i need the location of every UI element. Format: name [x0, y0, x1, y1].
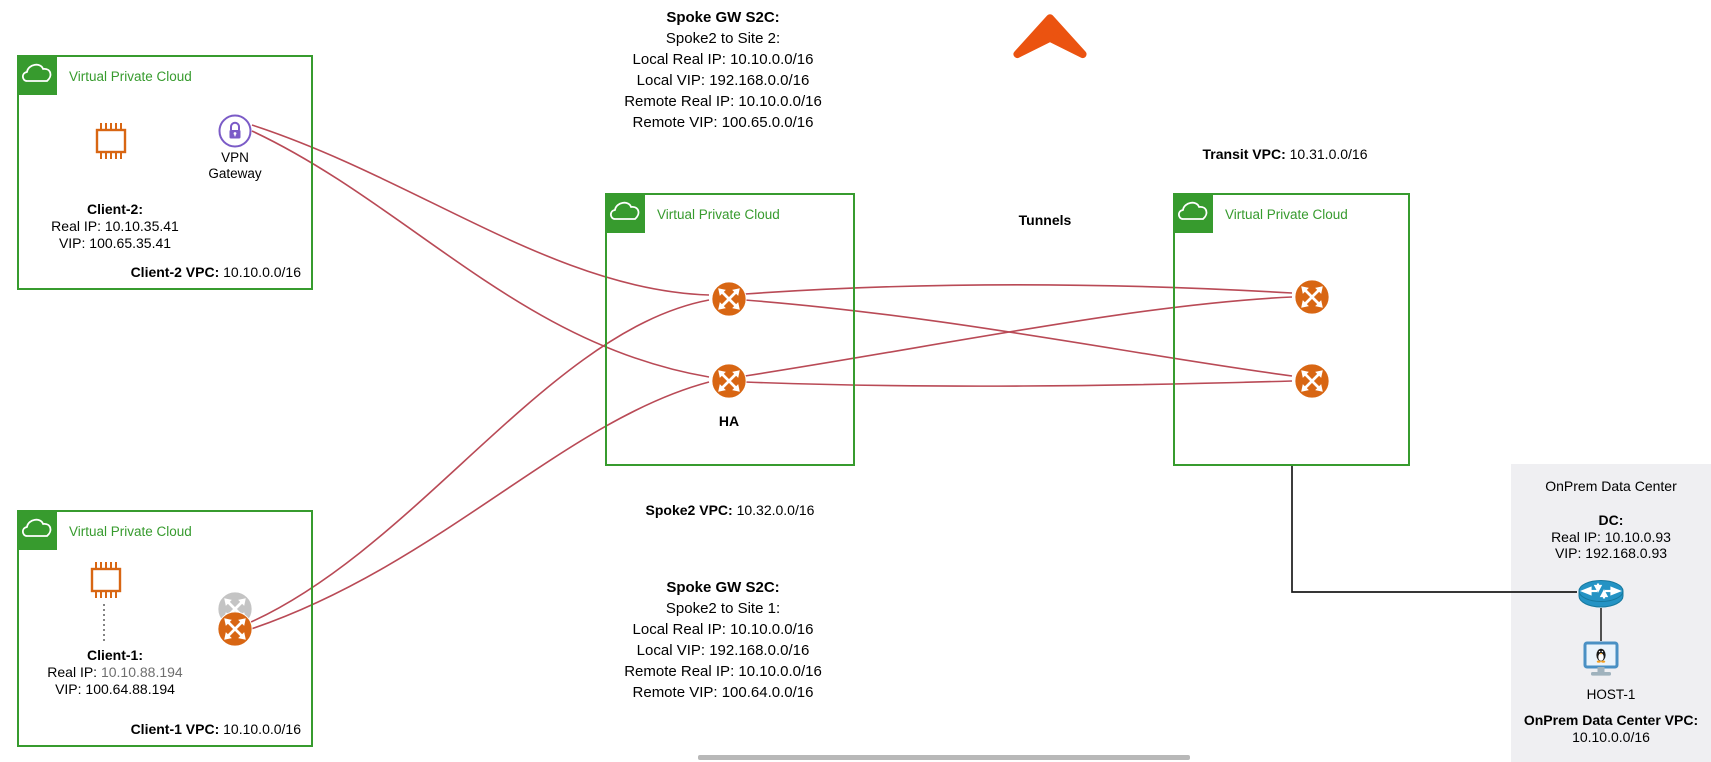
onprem-cidr-label: OnPrem Data Center VPC: — [1523, 712, 1699, 728]
vpn-gateway-label: VPN Gateway — [208, 150, 262, 181]
note-top-title: Spoke GW S2C: — [666, 9, 780, 26]
onprem-cidr-value: 10.10.0.0/16 — [1572, 729, 1650, 745]
note-top-line4: Remote Real IP: 10.10.0.0/16 — [624, 93, 822, 110]
note-bottom-line2: Local Real IP: 10.10.0.0/16 — [632, 621, 814, 638]
transit-vpc-title: Virtual Private Cloud — [1225, 207, 1348, 222]
spoke-gateway-1-icon — [711, 281, 747, 317]
ha-label: HA — [718, 413, 740, 429]
transit-cidr-value: 10.31.0.0/16 — [1289, 146, 1368, 162]
chip-instance-icon — [87, 117, 135, 165]
vpc-cloud-icon — [605, 193, 645, 233]
note-bottom-line1: Spoke2 to Site 1: — [665, 600, 781, 617]
client1-host-info: Client-1: Real IP: 10.10.88.194 VIP: 100… — [25, 647, 205, 698]
client1-gateway-icon — [217, 611, 253, 647]
client2-vpc-title: Virtual Private Cloud — [69, 69, 192, 84]
client2-vip: VIP: 100.65.35.41 — [58, 235, 172, 251]
transit-gateway-2-icon — [1294, 363, 1330, 399]
chip-instance-icon — [82, 556, 130, 604]
spoke2-vpc-title: Virtual Private Cloud — [657, 207, 780, 222]
transit-vpc-box: Virtual Private Cloud — [1173, 193, 1410, 466]
client2-host-name: Client-2: — [87, 201, 143, 217]
onprem-dc-vip: VIP: 192.168.0.93 — [1554, 545, 1668, 561]
client2-host-info: Client-2: Real IP: 10.10.35.41 VIP: 100.… — [25, 201, 205, 252]
client2-vpc-cidr: Client-2 VPC: 10.10.0.0/16 — [130, 264, 301, 280]
client1-vpc-box: Virtual Private Cloud Client-1: Real IP:… — [17, 510, 313, 747]
spoke2-vpc-cidr-label: Spoke2 VPC: 10.32.0.0/16 — [605, 502, 855, 519]
onprem-host-label: HOST-1 — [1586, 687, 1636, 702]
spoke2-vpc-box: Virtual Private Cloud HA — [605, 193, 855, 466]
note-bottom-line5: Remote VIP: 100.64.0.0/16 — [632, 684, 814, 701]
spoke-gw-s2c-site1-note: Spoke GW S2C: Spoke2 to Site 1: Local Re… — [543, 577, 903, 703]
client1-real-ip: Real IP: 10.10.88.194 — [47, 664, 183, 680]
client2-vpc-box: Virtual Private Cloud VPN Gateway Client… — [17, 55, 313, 290]
onprem-dc-real-ip: Real IP: 10.10.0.93 — [1551, 529, 1671, 545]
transit-vpc-cidr-label: Transit VPC: 10.31.0.0/16 — [1150, 146, 1420, 163]
transit-gateway-1-icon — [1294, 279, 1330, 315]
vpn-gateway-icon — [218, 114, 252, 148]
note-top-line2: Local Real IP: 10.10.0.0/16 — [632, 51, 814, 68]
client1-vpc-title: Virtual Private Cloud — [69, 524, 192, 539]
note-top-line1: Spoke2 to Site 2: — [665, 30, 781, 47]
client2-real-ip: Real IP: 10.10.35.41 — [51, 218, 179, 234]
spoke-gateway-2-icon — [711, 363, 747, 399]
spoke-gw-s2c-site2-note: Spoke GW S2C: Spoke2 to Site 2: Local Re… — [543, 7, 903, 133]
vpc-cloud-icon — [1173, 193, 1213, 233]
horizontal-scrollbar[interactable] — [698, 755, 1190, 760]
client1-vpc-cidr: Client-1 VPC: 10.10.0.0/16 — [130, 721, 301, 737]
cisco-router-icon — [1577, 578, 1625, 610]
note-bottom-line4: Remote Real IP: 10.10.0.0/16 — [624, 663, 822, 680]
spoke2-cidr-key: Spoke2 VPC: — [645, 502, 733, 518]
onprem-title: OnPrem Data Center — [1545, 478, 1677, 494]
transit-cidr-key: Transit VPC: — [1202, 146, 1286, 162]
host-monitor-tux-icon — [1581, 640, 1621, 680]
spoke2-cidr-value: 10.32.0.0/16 — [736, 502, 815, 518]
note-top-line3: Local VIP: 192.168.0.0/16 — [636, 72, 810, 89]
onprem-datacenter-panel: OnPrem Data Center DC: Real IP: 10.10.0.… — [1511, 464, 1711, 762]
aviatrix-logo-icon — [1013, 14, 1087, 59]
note-bottom-title: Spoke GW S2C: — [666, 579, 780, 596]
vpc-cloud-icon — [17, 510, 57, 550]
tunnels-label: Tunnels — [1018, 212, 1072, 228]
client1-host-name: Client-1: — [87, 647, 143, 663]
onprem-dc-label: DC: — [1598, 512, 1624, 528]
vpc-cloud-icon — [17, 55, 57, 95]
note-top-line5: Remote VIP: 100.65.0.0/16 — [632, 114, 814, 131]
client1-vip: VIP: 100.64.88.194 — [55, 681, 175, 697]
note-bottom-line3: Local VIP: 192.168.0.0/16 — [636, 642, 810, 659]
